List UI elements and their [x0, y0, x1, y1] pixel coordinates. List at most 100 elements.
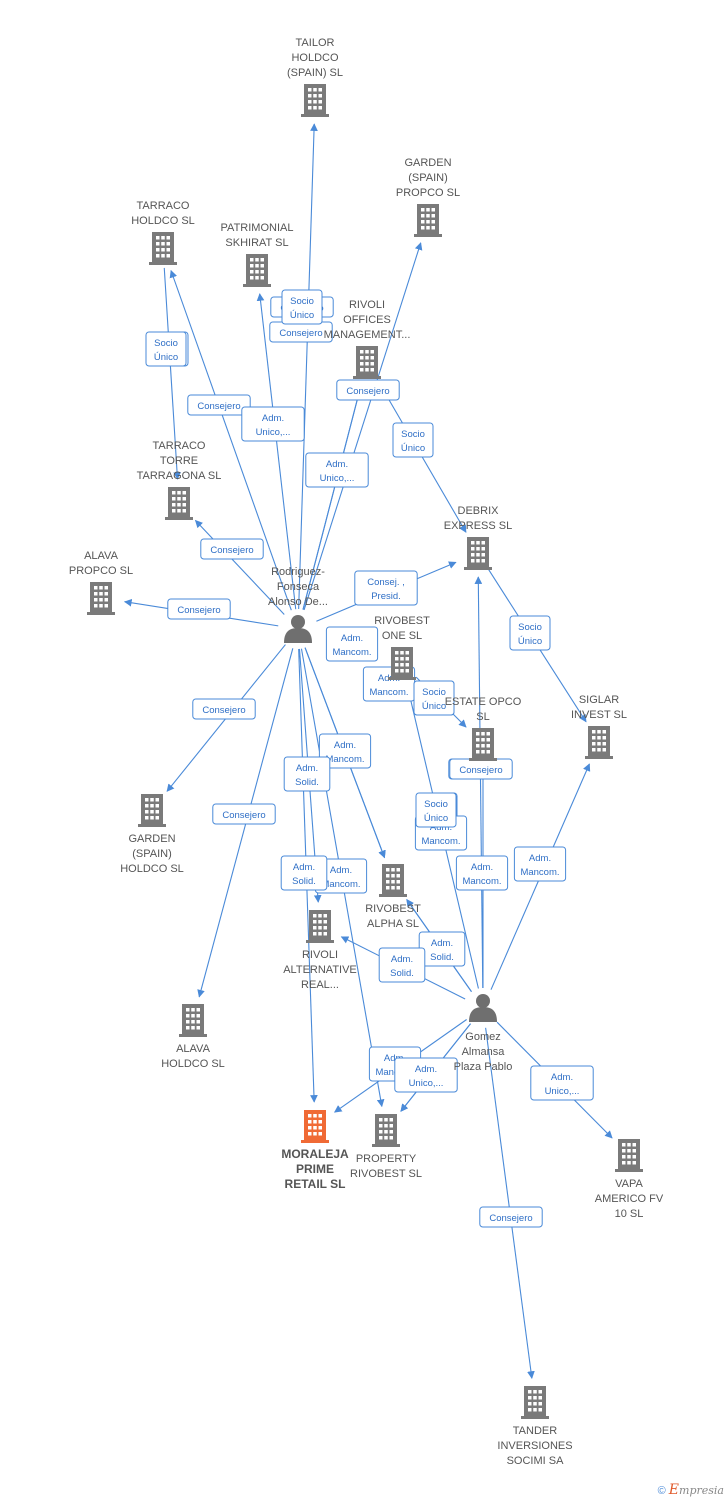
edge-label-box — [354, 570, 418, 606]
node-label: VAPA — [615, 1178, 643, 1190]
building-icon — [301, 1110, 329, 1143]
edge-label-16[interactable]: Adm.Mancom. — [318, 733, 372, 769]
edge-label-text: Socio — [424, 799, 448, 810]
node-rivoli_offices[interactable]: RIVOLIOFFICESMANAGEMENT... — [324, 299, 411, 379]
edge-label-24[interactable]: Adm.Solid. — [280, 855, 328, 891]
edge-label-text: Único — [518, 636, 542, 647]
edge-label-25[interactable]: Adm.Mancom. — [513, 846, 567, 882]
node-label: (SPAIN) — [408, 172, 448, 184]
edge-label-text: Único — [290, 310, 314, 321]
edge-label-30[interactable]: Adm.Unico,... — [530, 1065, 594, 1101]
edge-label-29[interactable]: Adm. Unico,... — [394, 1057, 458, 1093]
node-label: GARDEN — [128, 833, 175, 845]
edge-person1-to-garden_propco — [303, 242, 423, 611]
building-icon — [149, 232, 177, 265]
edge-label-31[interactable]: Consejero — [479, 1206, 543, 1228]
edge-label-text: Presid. — [371, 591, 401, 602]
edge-label-text: Mancom. — [421, 836, 460, 847]
edge-label-box — [280, 855, 328, 891]
edge-label-text: Adm. — [415, 1064, 437, 1075]
node-label: ONE SL — [382, 630, 422, 642]
edge-label-text: Socio — [422, 687, 446, 698]
edge-label-21[interactable]: Adm.Mancom. — [455, 855, 509, 891]
edge-label-text: Consejero — [197, 401, 240, 412]
edge-label-text: Mancom. — [520, 867, 559, 878]
node-garden_propco[interactable]: GARDEN(SPAIN)PROPCO SL — [396, 157, 460, 237]
edge-label-box — [378, 947, 426, 983]
edge-label-15[interactable]: Consejero — [192, 698, 256, 720]
node-label: RIVOLI — [349, 299, 385, 311]
node-label: RIVOBEST — [365, 903, 421, 915]
edge-label-text: Mancom. — [462, 876, 501, 887]
node-label: PRIME — [296, 1162, 334, 1176]
edge-label-26[interactable]: Adm. Solid. — [418, 931, 466, 967]
node-label: RETAIL SL — [285, 1177, 346, 1191]
edge-label-box — [241, 406, 305, 442]
edge-label-box — [212, 803, 276, 825]
copyright-symbol: © — [657, 1485, 666, 1497]
edge-label-17[interactable]: Adm.Solid. — [283, 756, 331, 792]
edge-label-22[interactable]: Consejero — [212, 803, 276, 825]
edge-label-text: Adm. — [341, 633, 363, 644]
node-garden_holdco[interactable]: GARDEN(SPAIN)HOLDCO SL — [120, 794, 184, 875]
node-label: MANAGEMENT... — [324, 329, 411, 341]
edge-label-3[interactable]: Consejero — [336, 379, 400, 401]
node-label: RIVOBEST — [374, 615, 430, 627]
edge-label-4[interactable]: Consejero — [187, 394, 251, 416]
node-label: RIVOLI — [302, 949, 338, 961]
edge-label-11[interactable]: Adm.Mancom. — [325, 626, 379, 662]
edge-label-text: Único — [422, 701, 446, 712]
edge-label-text: Solid. — [430, 952, 454, 963]
edge-label-text: Unico,... — [409, 1078, 444, 1089]
edge-person1-to-tarraco_torre — [194, 519, 285, 615]
edge-label-box — [413, 680, 455, 716]
node-label: ALAVA — [84, 550, 118, 562]
edge-label-text: Adm. — [431, 938, 453, 949]
node-label: HOLDCO SL — [120, 863, 184, 875]
node-rivobest_one[interactable]: RIVOBEST ONE SL — [374, 615, 430, 680]
node-label: TORRE — [160, 455, 198, 467]
edge-label-text: Adm. — [384, 1053, 406, 1064]
edge-label-7[interactable]: Adm.Unico,... — [305, 452, 369, 488]
node-label: TARRACO — [137, 200, 190, 212]
edge-label-box — [513, 846, 567, 882]
edge-label-9[interactable]: Consej. ,Presid. — [354, 570, 418, 606]
edge-label-10[interactable]: Consejero — [167, 598, 231, 620]
node-label: Plaza Pablo — [454, 1061, 513, 1073]
edge-label-8[interactable]: Consejero — [200, 538, 264, 560]
building-icon — [521, 1386, 549, 1419]
edge-label-27[interactable]: Adm.Solid. — [378, 947, 426, 983]
node-rivoli_alt[interactable]: RIVOLIALTERNATIVEREAL... — [283, 910, 357, 991]
edge-person1-to-tarraco_holdco — [169, 269, 292, 611]
edge-label-text: Consejero — [222, 810, 265, 821]
brand-footer[interactable]: © Empresia — [658, 1482, 724, 1498]
edge-label-5[interactable]: Adm.Unico,... — [241, 406, 305, 442]
edge-label-extra-4[interactable]: Consejero — [449, 758, 513, 780]
edge-label-box — [281, 289, 323, 325]
building-icon — [306, 910, 334, 943]
edge-label-23[interactable]: Adm.Mancom. — [314, 858, 368, 894]
